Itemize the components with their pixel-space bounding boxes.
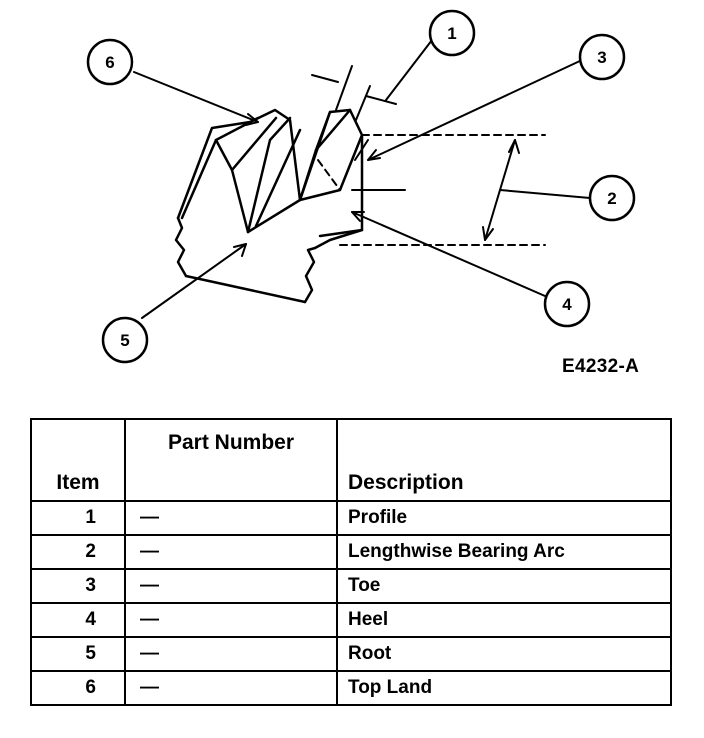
svg-text:3: 3 — [597, 48, 606, 67]
cell-description: Toe — [336, 568, 672, 604]
svg-text:4: 4 — [562, 295, 572, 314]
table-row: 1 — Profile — [30, 500, 672, 536]
cell-part-number: — — [124, 636, 338, 672]
svg-text:6: 6 — [105, 53, 114, 72]
table-row: 2 — Lengthwise Bearing Arc — [30, 534, 672, 570]
cell-item: 5 — [30, 636, 126, 672]
cell-part-number: — — [124, 500, 338, 536]
callout-4: 4 — [543, 280, 591, 328]
table-row: 4 — Heel — [30, 602, 672, 638]
cell-item: 6 — [30, 670, 126, 706]
header-description: Description — [336, 418, 672, 502]
cell-part-number: — — [124, 602, 338, 638]
gear-tooth-diagram: 1 2 3 4 5 6 — [86, 9, 636, 364]
cell-part-number: — — [124, 670, 338, 706]
profile-dimension — [311, 65, 406, 191]
table-row: 6 — Top Land — [30, 670, 672, 706]
callout-2: 2 — [588, 174, 636, 222]
cell-part-number: — — [124, 568, 338, 604]
callout-6: 6 — [86, 38, 134, 86]
hidden-lines — [317, 134, 546, 246]
bearing-arc-arrow — [482, 139, 591, 241]
svg-text:5: 5 — [120, 331, 129, 350]
cell-description: Profile — [336, 500, 672, 536]
callout-1: 1 — [428, 9, 476, 57]
cell-item: 2 — [30, 534, 126, 570]
cell-description: Heel — [336, 602, 672, 638]
table-row: 5 — Root — [30, 636, 672, 672]
table-row: 3 — Toe — [30, 568, 672, 604]
parts-table: Item Part Number Description 1 — Profile… — [30, 418, 672, 706]
cell-description: Top Land — [336, 670, 672, 706]
cell-description: Root — [336, 636, 672, 672]
cell-description: Lengthwise Bearing Arc — [336, 534, 672, 570]
cell-part-number: — — [124, 534, 338, 570]
svg-text:1: 1 — [447, 24, 456, 43]
callout-leaders — [133, 39, 583, 319]
figure-id: E4232-A — [562, 356, 640, 377]
svg-text:2: 2 — [607, 189, 616, 208]
cell-item: 4 — [30, 602, 126, 638]
header-item: Item — [30, 418, 126, 502]
callout-5: 5 — [101, 316, 149, 364]
cell-item: 1 — [30, 500, 126, 536]
header-part-number: Part Number — [124, 418, 338, 502]
callout-3: 3 — [578, 33, 626, 81]
table-header-row: Item Part Number Description — [30, 418, 672, 502]
cell-item: 3 — [30, 568, 126, 604]
